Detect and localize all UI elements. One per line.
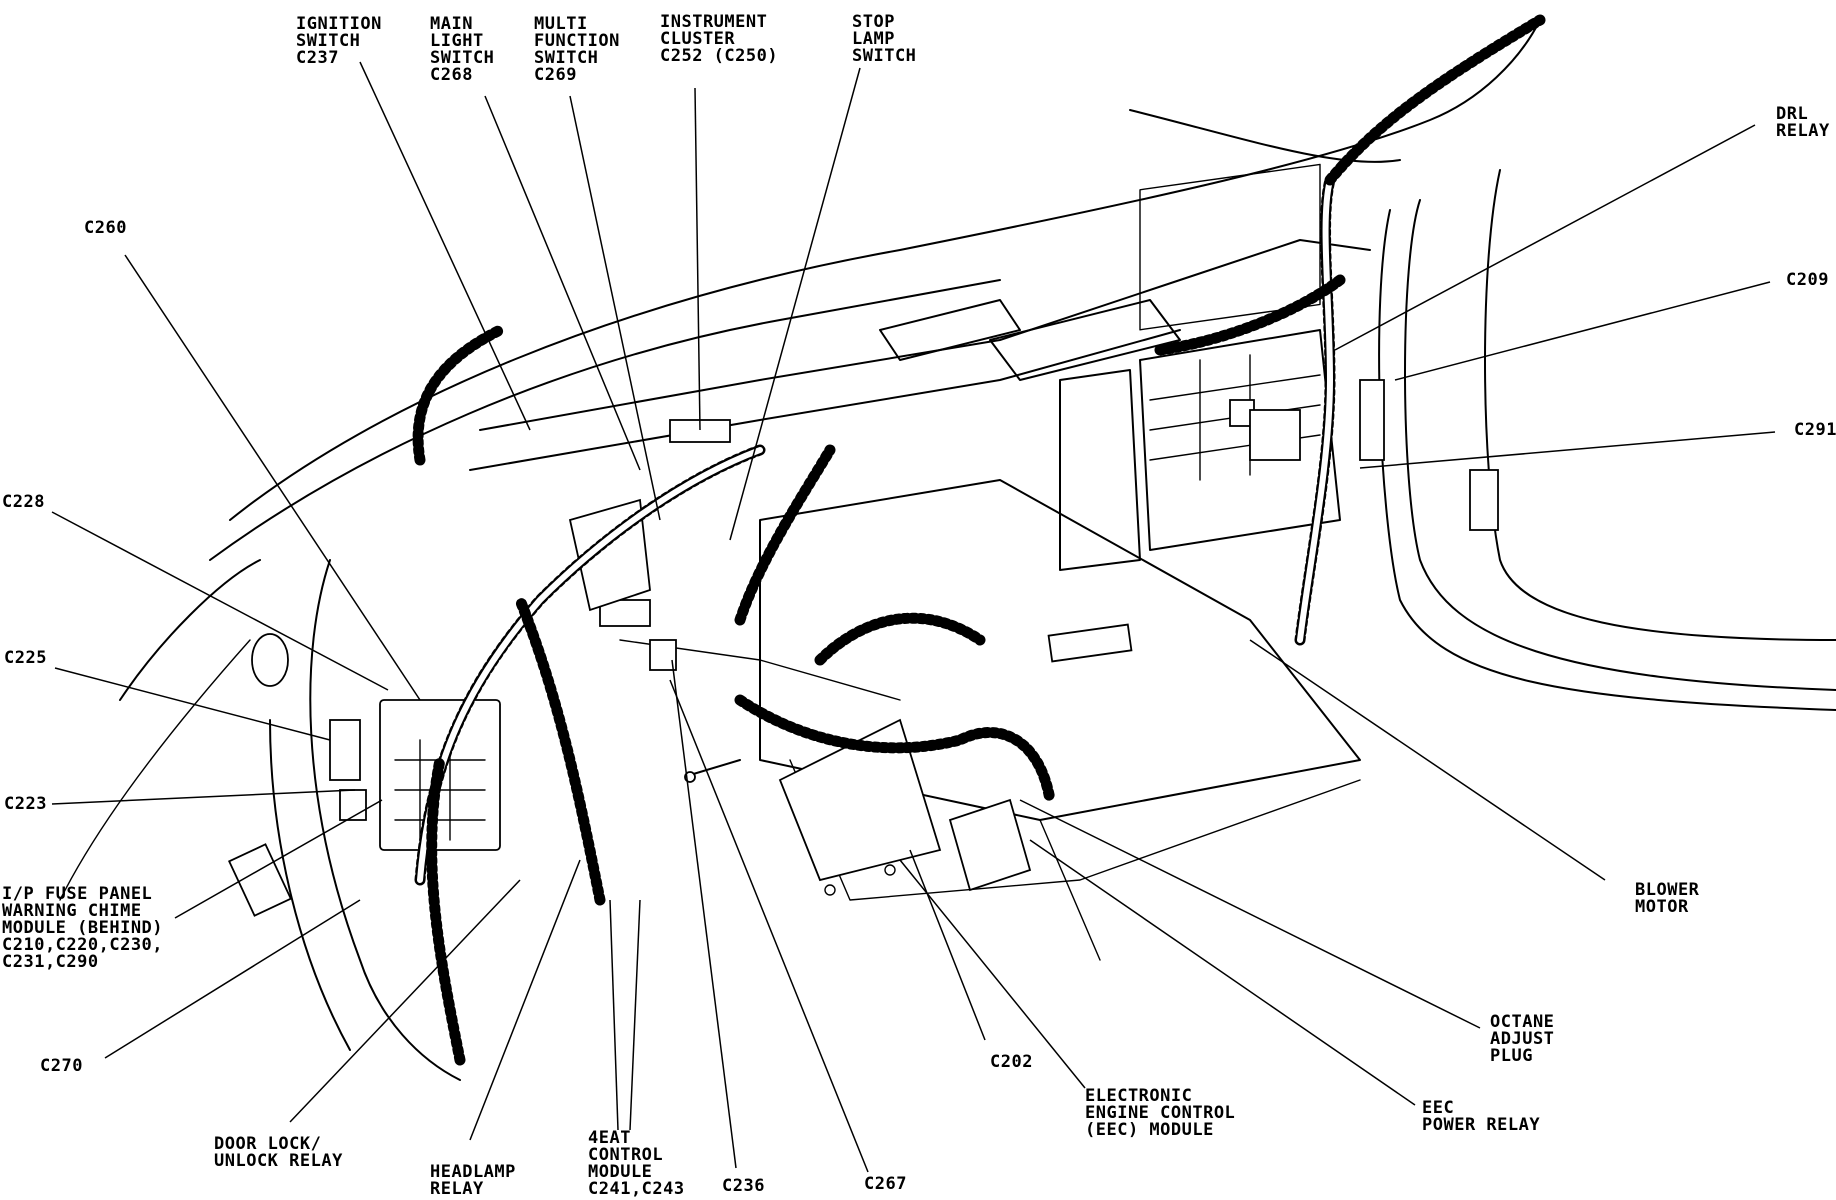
label-c202: C202 [990, 1052, 1033, 1072]
label-c291: C291 [1794, 420, 1836, 440]
label-door-lock-relay: DOOR LOCK/ UNLOCK RELAY [214, 1134, 343, 1171]
label-eec-module: ELECTRONIC ENGINE CONTROL (EEC) MODULE [1085, 1086, 1236, 1140]
label-c270: C270 [40, 1056, 83, 1076]
label-c260: C260 [84, 218, 127, 238]
label-eec-power-relay: EEC POWER RELAY [1422, 1098, 1541, 1135]
label-ignition-switch: IGNITION SWITCH C237 [296, 14, 382, 68]
label-stop-lamp-switch: STOP LAMP SWITCH [852, 12, 917, 66]
label-headlamp-relay: HEADLAMP RELAY [430, 1162, 516, 1199]
label-multi-function-switch: MULTI FUNCTION SWITCH C269 [534, 14, 620, 85]
label-c223: C223 [4, 794, 47, 814]
label-octane-adjust-plug: OCTANE ADJUST PLUG [1490, 1012, 1555, 1066]
label-blower-motor: BLOWER MOTOR [1635, 880, 1700, 917]
label-4eat-control-module: 4EAT CONTROL MODULE C241,C243 [588, 1128, 685, 1199]
label-instrument-cluster: INSTRUMENT CLUSTER C252 (C250) [660, 12, 779, 66]
label-c267: C267 [864, 1174, 907, 1194]
label-c228: C228 [2, 492, 45, 512]
label-main-light-switch: MAIN LIGHT SWITCH C268 [430, 14, 495, 85]
label-ip-fuse-panel: I/P FUSE PANEL WARNING CHIME MODULE (BEH… [2, 884, 164, 972]
label-drl-relay: DRL RELAY [1776, 104, 1830, 141]
label-c225: C225 [4, 648, 47, 668]
label-c209: C209 [1786, 270, 1829, 290]
label-c236: C236 [722, 1176, 765, 1196]
